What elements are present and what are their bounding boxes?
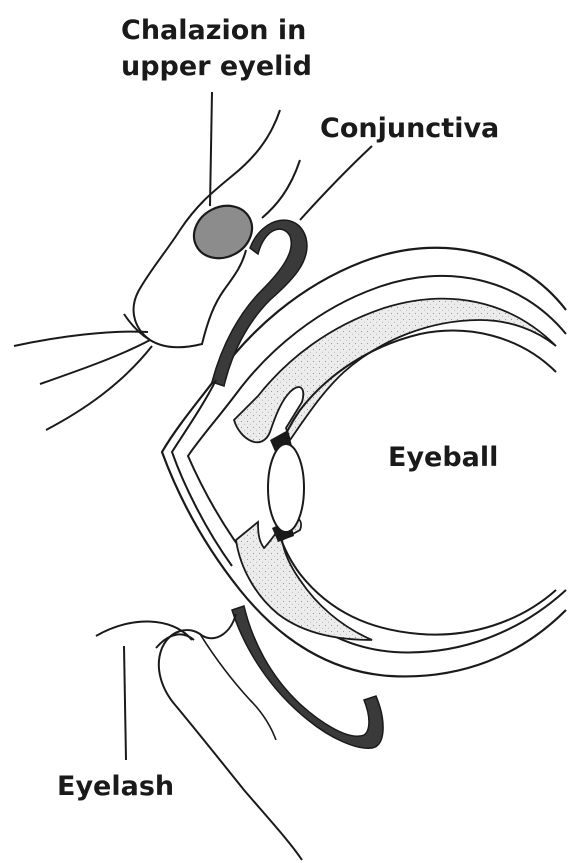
chalazion-leader-line [210, 92, 212, 206]
cornea-front [172, 380, 232, 566]
eyeball-label: Eyeball [388, 441, 498, 475]
lower-eyelid [159, 614, 302, 860]
lower-eyelash-1 [96, 621, 192, 640]
chalazion-label-line1: Chalazion in [121, 14, 306, 48]
upper-eyelash-1 [14, 332, 148, 346]
ciliary-body-upper [234, 299, 556, 443]
upper-eyelash-2 [40, 340, 150, 384]
upper-eyelash-3 [46, 346, 152, 430]
lens [268, 444, 304, 532]
eyelash-leader-line [124, 646, 126, 760]
conjunctiva-label: Conjunctiva [320, 112, 499, 146]
chalazion [185, 196, 261, 268]
chalazion-label-line2: upper eyelid [121, 50, 312, 84]
conjunctiva-leader-line [300, 146, 372, 220]
upper-eyelid-skin [262, 160, 300, 218]
eyelash-label: Eyelash [57, 770, 174, 804]
lower-eyelid-inner [200, 634, 276, 740]
lower-eyelash-2 [156, 634, 194, 648]
